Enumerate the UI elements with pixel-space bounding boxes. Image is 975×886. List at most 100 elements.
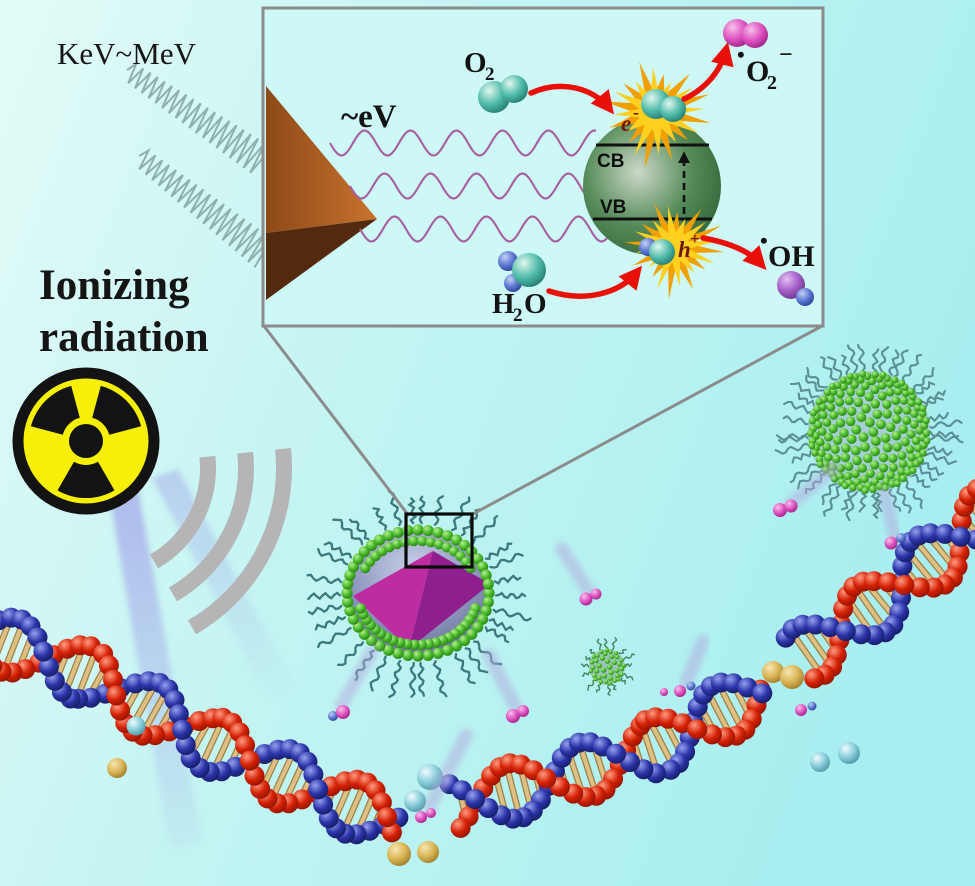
- shell-bead: [899, 396, 909, 405]
- shell-bead: [893, 387, 903, 396]
- radiation-hazard-icon: [12, 367, 160, 515]
- shell-bead: [809, 409, 817, 417]
- motion-trail: [784, 462, 840, 511]
- shell-bead: [875, 471, 885, 481]
- shell-bead: [826, 402, 836, 412]
- ligand: [610, 682, 617, 691]
- shell-bead: [342, 578, 354, 590]
- electron-capture-molecule: [641, 89, 686, 122]
- shell-bead: [483, 587, 495, 599]
- dna-bead: [235, 735, 256, 756]
- ligand: [464, 647, 489, 674]
- crystal-face-right: [409, 551, 490, 649]
- ligand: [821, 478, 839, 506]
- ligand: [607, 683, 612, 697]
- shell-bead: [843, 472, 853, 481]
- shell-bead: [588, 669, 594, 674]
- shell-bead: [872, 409, 883, 420]
- dna-rung: [664, 723, 681, 752]
- shell-bead: [922, 416, 930, 425]
- dna-rung: [868, 586, 894, 616]
- dna-rung: [333, 785, 351, 819]
- shell-bead: [839, 428, 849, 438]
- shell-bead: [609, 654, 615, 660]
- dna-bead: [38, 656, 59, 677]
- shell-bead: [919, 409, 927, 418]
- ligand: [317, 547, 349, 566]
- shell-bead: [347, 613, 359, 625]
- shell-bead: [599, 655, 605, 661]
- shell-bead: [613, 650, 619, 656]
- dna-rung: [917, 543, 946, 578]
- shell-bead: [859, 370, 867, 378]
- shell-bead: [592, 673, 597, 678]
- shell-bead: [907, 453, 916, 462]
- shell-bead: [458, 539, 471, 552]
- ros-sphere: [517, 705, 529, 717]
- shell-bead: [425, 537, 436, 548]
- shell-bead: [898, 379, 906, 387]
- dna-bead: [920, 523, 941, 544]
- dna-rung: [0, 623, 10, 652]
- shell-bead: [823, 453, 833, 462]
- shell-bead: [839, 376, 847, 384]
- shell-bead: [480, 605, 492, 617]
- shell-bead: [861, 381, 870, 391]
- dna-rung: [201, 723, 222, 763]
- shell-bead: [614, 668, 620, 674]
- dna-rung: [214, 730, 233, 767]
- dna-rung: [593, 749, 607, 782]
- ligand: [870, 488, 880, 519]
- shell-bead: [619, 658, 624, 663]
- ligand: [820, 356, 839, 385]
- ros-sphere: [415, 811, 427, 823]
- fragment-sphere: [126, 716, 146, 736]
- shell-bead: [593, 658, 599, 664]
- dna-rung: [642, 730, 658, 768]
- shell-bead: [851, 424, 862, 435]
- shell-bead: [850, 445, 861, 456]
- ligand: [806, 366, 829, 393]
- ros-sphere: [579, 592, 593, 606]
- shell-bead: [822, 442, 832, 452]
- dna-rung: [579, 748, 596, 790]
- shell-bead: [906, 429, 916, 439]
- dna-bead: [0, 661, 12, 682]
- shell-bead: [907, 398, 916, 408]
- shell-bead: [365, 539, 378, 552]
- incident-ray-coils: [126, 61, 274, 268]
- dna-rung: [506, 770, 520, 812]
- dna-bead: [377, 807, 398, 828]
- dna-bead: [752, 683, 773, 704]
- ligand: [489, 552, 524, 569]
- arrow-hole-to-hydroxyl: [700, 235, 767, 270]
- ligand: [873, 488, 883, 513]
- ligand: [887, 485, 902, 512]
- shell-bead: [879, 463, 889, 473]
- mechanism-inset-panel: CB VB ~eV O 2 H 2 O e - h + • O 2 − • OH: [261, 6, 825, 328]
- hydrogen-atom: [796, 288, 814, 306]
- ligand: [408, 661, 417, 698]
- shell-bead: [355, 603, 367, 614]
- dna-rung: [849, 602, 871, 631]
- dna-rung: [909, 554, 934, 583]
- shell-bead: [344, 605, 356, 617]
- trefoil-blade: [92, 385, 142, 435]
- dna-rung: [568, 755, 583, 791]
- shell-bead: [866, 469, 875, 478]
- shell-bead: [840, 452, 851, 463]
- dna-bead: [606, 743, 627, 764]
- dna-bead: [687, 719, 708, 740]
- photon-wave: [359, 215, 611, 243]
- ligand: [789, 381, 822, 402]
- ligand: [492, 608, 532, 622]
- ligand: [894, 482, 912, 514]
- ligand: [902, 477, 923, 510]
- ligand: [306, 573, 343, 585]
- shell-bead: [877, 391, 887, 401]
- fragment-sphere: [387, 842, 411, 866]
- dna-rung: [494, 777, 507, 811]
- shell-bead: [841, 443, 851, 453]
- ros-sphere: [795, 704, 807, 716]
- shell-bead: [422, 525, 434, 537]
